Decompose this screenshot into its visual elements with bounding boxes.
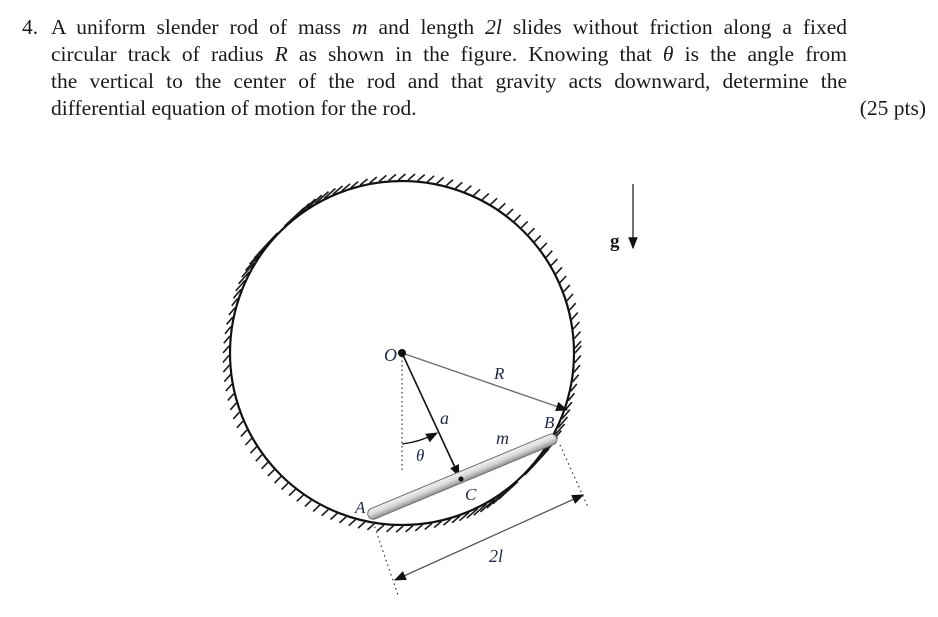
distance-a-line: [401, 352, 460, 478]
label-o: O: [384, 345, 397, 365]
center-point-o: [398, 349, 406, 357]
label-g: g: [610, 231, 620, 252]
theta-arc: [401, 432, 439, 445]
problem-line-2: circular track of radius R as shown in t…: [51, 42, 847, 66]
problem-line-1: A uniform slender rod of mass m and leng…: [51, 15, 848, 39]
extension-line-a: [372, 521, 399, 596]
label-m: m: [496, 428, 509, 448]
label-r: R: [493, 364, 505, 383]
track-hatching: [222, 173, 582, 533]
slender-rod: [367, 433, 558, 520]
problem-line-4: differential equation of motion for the …: [51, 96, 417, 120]
rod-center-point-c: [458, 476, 464, 482]
label-c: C: [465, 485, 477, 504]
length-dimension-arrow: [393, 494, 585, 581]
problem-number: 4.: [22, 15, 39, 39]
extension-line-b: [559, 444, 589, 508]
points-label: (25 pts): [859, 96, 926, 120]
problem-line-3: the vertical to the center of the rod an…: [51, 69, 847, 93]
label-a-end: A: [354, 498, 366, 517]
label-theta: θ: [416, 446, 424, 465]
label-2l: 2l: [489, 546, 503, 566]
radius-line: [401, 352, 569, 412]
label-b-end: B: [544, 413, 555, 432]
label-a: a: [440, 408, 449, 428]
